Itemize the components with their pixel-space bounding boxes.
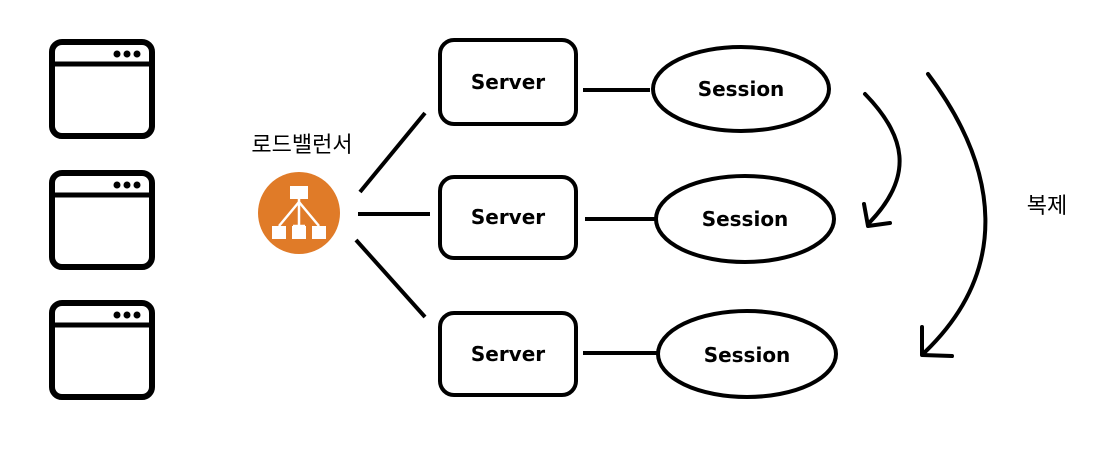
- session-label: Session: [704, 343, 791, 367]
- connector-lb-server-1: [358, 111, 427, 194]
- replication-label: 복제: [1027, 194, 1067, 219]
- session-node: Session: [654, 174, 836, 264]
- session-label: Session: [698, 77, 785, 101]
- browser-window-icon: [49, 300, 155, 400]
- server-node: Server: [438, 175, 578, 260]
- replication-arrow-long: [920, 72, 988, 358]
- session-label: Session: [702, 207, 789, 231]
- server-node: Server: [438, 38, 578, 126]
- connector-lb-server-3: [354, 238, 427, 319]
- replication-arrow-short: [862, 92, 902, 228]
- browser-window-icon: [49, 170, 155, 270]
- server-label: Server: [471, 205, 545, 229]
- browser-window-icon: [49, 39, 155, 139]
- load-balancer-label: 로드밸런서: [251, 133, 352, 158]
- server-label: Server: [471, 70, 545, 94]
- load-balancer-icon: [258, 172, 340, 254]
- server-label: Server: [471, 342, 545, 366]
- session-node: Session: [651, 45, 831, 133]
- server-node: Server: [438, 311, 578, 397]
- session-node: Session: [656, 309, 838, 399]
